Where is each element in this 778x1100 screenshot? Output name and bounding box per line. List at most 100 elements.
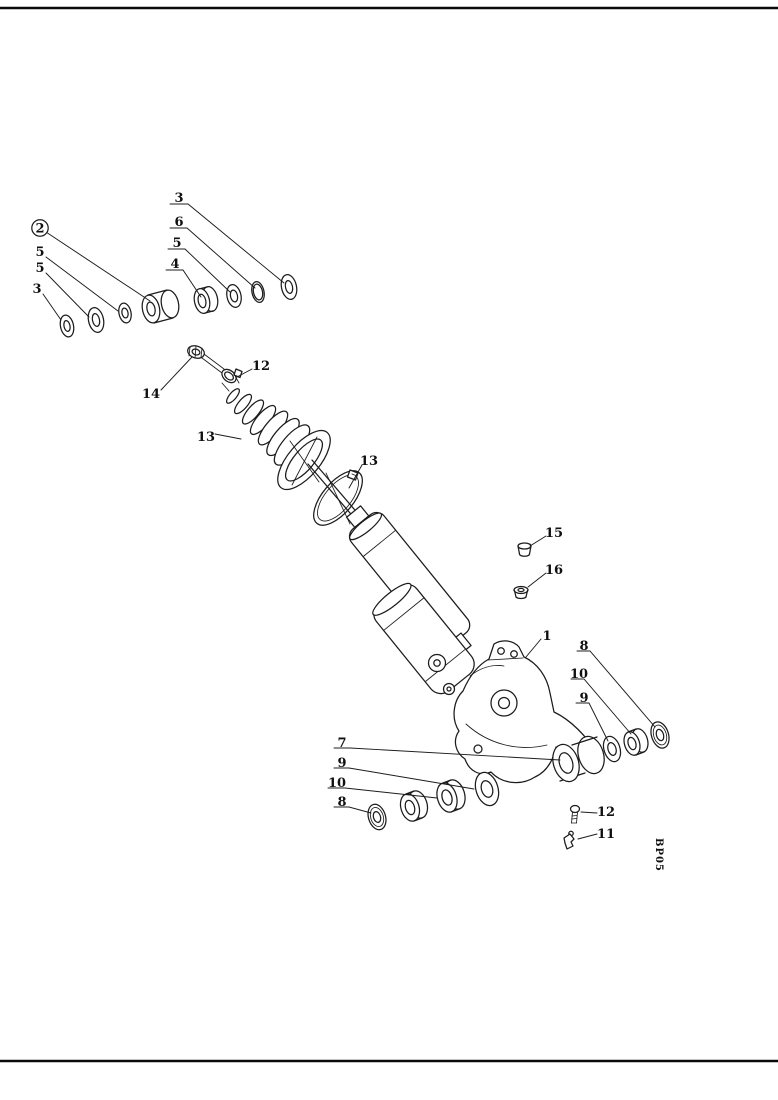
callout-16: 16 [545, 563, 563, 578]
inner [284, 279, 294, 295]
upper-parts-chain [59, 274, 298, 338]
callout-10-lower: 10 [328, 776, 346, 791]
shank [571, 811, 573, 824]
leader-1 [525, 638, 542, 658]
part-bolt-12 [569, 804, 581, 824]
rod-edge [203, 353, 225, 370]
inner [91, 312, 101, 328]
back-face [577, 735, 605, 775]
part-thrust-washer [474, 771, 500, 807]
leader-left-5-lower [45, 272, 90, 318]
callout-5-left-upper: 5 [35, 245, 44, 260]
shank [576, 811, 578, 824]
head [569, 804, 581, 814]
top [513, 585, 529, 595]
ring-outer [313, 470, 363, 526]
leader-left-3 [42, 293, 62, 321]
tube-line [362, 529, 397, 558]
callout-3-left: 3 [32, 282, 41, 297]
knurl [200, 347, 203, 358]
leader-lower-8 [333, 806, 372, 814]
inner [252, 283, 264, 301]
callout-12-bolt: 12 [597, 805, 615, 820]
leader-lower-9 [333, 767, 475, 790]
bore [441, 789, 453, 806]
part-grease-fitting-11 [563, 830, 575, 850]
right-ring-chain [602, 721, 670, 763]
back-face [160, 289, 180, 319]
leader-11 [577, 833, 598, 840]
callout-8-lower: 8 [337, 795, 346, 810]
inner [63, 319, 71, 333]
callout-14: 14 [142, 387, 160, 402]
boss-line [487, 657, 524, 661]
callout-13-ring: 13 [360, 454, 378, 469]
leader-12-boot [236, 368, 253, 378]
base [515, 596, 527, 600]
part-seal-ring [367, 803, 387, 831]
rib [469, 665, 505, 677]
callout-13-boot: 13 [197, 430, 215, 445]
part-washer-5-lower [87, 307, 105, 333]
boss-hole [510, 650, 518, 658]
callout-2-circled: 2 [35, 222, 44, 237]
callout-6-top: 6 [174, 215, 183, 230]
leader-left-5-upper [45, 256, 119, 312]
callout-9-lower: 9 [337, 756, 346, 771]
leader-lower-10 [327, 787, 438, 799]
part-ring-6 [251, 281, 265, 303]
callout-11: 11 [597, 827, 615, 842]
part-bushing-ring-a [436, 779, 466, 813]
end-cap [349, 512, 383, 541]
callout-7: 7 [337, 736, 346, 751]
leader-top-6 [169, 227, 256, 289]
callout-labels: 2 5 5 3 3 6 5 4 14 12 13 13 15 16 1 8 10… [31, 191, 664, 872]
part-ring-right-9 [602, 735, 622, 763]
bell-chord [291, 436, 318, 486]
leader-7 [333, 747, 561, 761]
part-washer-3-left [59, 314, 75, 338]
body [563, 833, 575, 850]
strut-bracket [427, 653, 456, 696]
knurl [188, 346, 191, 357]
side [513, 589, 517, 598]
bell-mouth [277, 429, 331, 491]
lower-left-ring-chain [367, 771, 500, 831]
front-face [623, 731, 641, 756]
callout-9-right: 9 [579, 691, 588, 706]
knurl [194, 345, 197, 359]
inner [121, 307, 129, 319]
pivot-boss [490, 689, 518, 717]
bottom-edge [153, 317, 174, 324]
part-outer-canister [372, 582, 475, 695]
front-face [552, 743, 580, 783]
leader-circled-2 [47, 232, 151, 302]
leader-top-5 [167, 248, 231, 293]
outline [280, 274, 298, 300]
part-seal-3-right [280, 274, 298, 300]
callout-1: 1 [542, 629, 551, 644]
part-bellows-boot-13 [221, 371, 331, 491]
inner [655, 728, 665, 742]
cone-edge [232, 371, 240, 384]
leader-15 [529, 535, 547, 547]
part-ring-5 [226, 284, 242, 308]
outline [59, 314, 75, 338]
part-cap-nut-15 [517, 542, 532, 557]
bore [197, 293, 207, 309]
leader-13-ring [348, 464, 363, 489]
inner [607, 742, 617, 756]
outline [118, 302, 132, 324]
bolt-eye [442, 682, 456, 696]
callout-12-boot: 12 [252, 359, 270, 374]
callout-3-top: 3 [174, 191, 183, 206]
callout-5-left-lower: 5 [35, 261, 44, 276]
part-locknut-14 [187, 345, 205, 359]
mid [369, 807, 385, 827]
outline [602, 735, 622, 763]
bore [627, 736, 637, 751]
part-bushing-ring-b [399, 790, 429, 822]
callout-8-right: 8 [579, 639, 588, 654]
bore [146, 301, 156, 317]
